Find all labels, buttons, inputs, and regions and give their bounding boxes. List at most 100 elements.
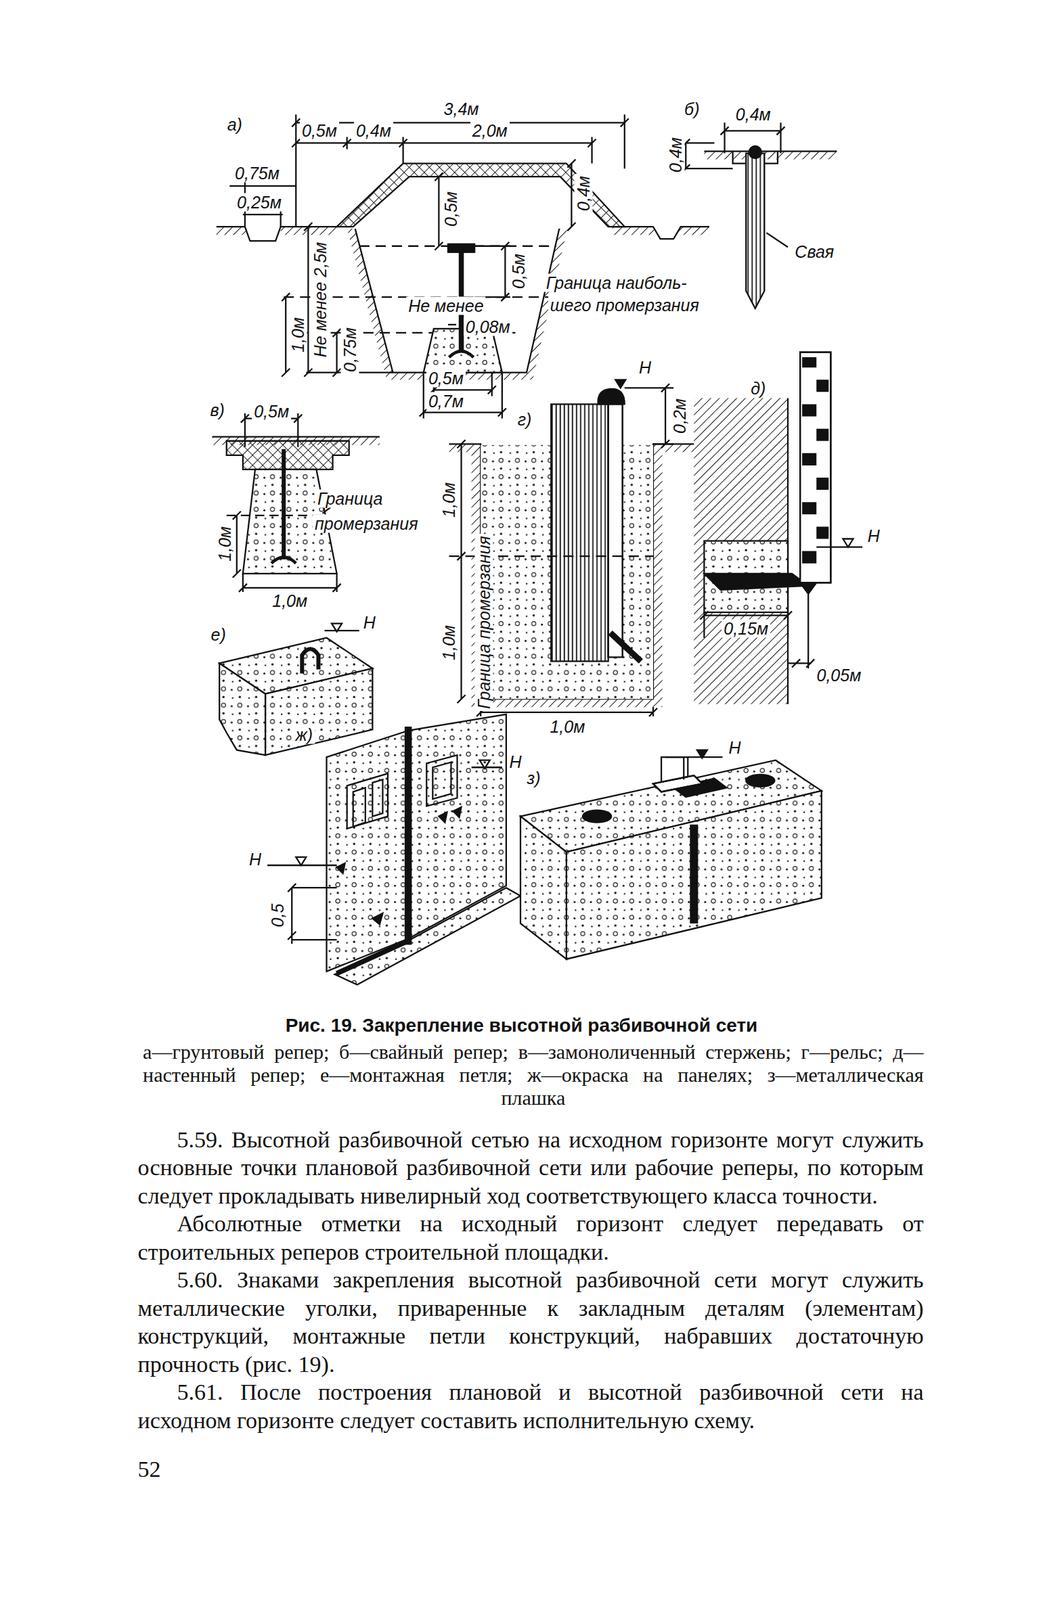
- drawing-path: [335, 888, 521, 985]
- dimension-label: 0,4м: [574, 174, 593, 214]
- paragraph: 5.59. Высотной разбивочной сетью на исхо…: [138, 1126, 924, 1211]
- mounting-loop: [219, 624, 373, 757]
- figure-caption: а—грунтовый репер; б—свайный репер; в—за…: [142, 1040, 924, 1111]
- dimension-label: 0,2м: [670, 396, 690, 436]
- dimension-label: 0,5м: [441, 189, 461, 229]
- drawing-path: [800, 352, 831, 584]
- drawing-polygon: [745, 153, 765, 309]
- dimension-label: 0,5м: [251, 402, 292, 421]
- wall-benchmark: [693, 352, 863, 705]
- dimension-label: 0,4м: [666, 135, 685, 175]
- dimension-label: Н: [361, 613, 378, 632]
- drawing-path: [438, 807, 461, 824]
- panel-marking: [267, 714, 521, 986]
- dimension-label: Граница наиболь-: [544, 273, 690, 292]
- page-number: 52: [138, 1457, 162, 1483]
- drawing-path: [703, 151, 837, 160]
- drawing-ellipse: [582, 810, 612, 824]
- paragraph: 5.60. Знаками закрепления высотной разби…: [138, 1266, 924, 1379]
- paragraph: Абсолютные отметки на исходный горизонт …: [138, 1210, 924, 1267]
- dimension-label: 0,5м: [299, 121, 340, 141]
- dimension-label: 1,0м: [270, 592, 310, 611]
- dimension-label: Н: [865, 526, 882, 545]
- dimension-label: 0,5м: [508, 251, 528, 292]
- dimension-label: е): [209, 625, 229, 644]
- drawing-path: [653, 757, 702, 792]
- dimension-label: 1,0м: [439, 480, 459, 520]
- paragraph: 5.61. После построения плановой и высотн…: [138, 1378, 924, 1435]
- dimension-label: 1,0м: [547, 717, 587, 736]
- drawing-path: [608, 404, 623, 658]
- dimension-label: 0,5м: [426, 369, 466, 388]
- drawing-rect: [608, 404, 623, 658]
- drawing-rect: [800, 352, 831, 584]
- metal-plate: [520, 750, 822, 960]
- drawing-rect: [693, 397, 788, 704]
- dimension-label: 0,05м: [814, 666, 864, 685]
- drawing-path: [681, 138, 733, 173]
- drawing-path: [426, 755, 457, 807]
- dimension-label: промерзания: [312, 514, 421, 533]
- pile-benchmark: [681, 122, 837, 308]
- drawing-path: [267, 857, 338, 866]
- dimension-label: 0,75м: [232, 164, 282, 183]
- dimension-label: г): [515, 410, 535, 429]
- drawing-path: [347, 228, 568, 380]
- ground-benchmark: [216, 114, 710, 419]
- drawing-line: [281, 449, 286, 560]
- dimension-label: 1,0м: [439, 623, 459, 663]
- dimension-label: 0,7м: [426, 391, 466, 411]
- drawing-path: [624, 383, 674, 449]
- dimension-label: б): [682, 100, 702, 119]
- dimension-label: 0,25м: [234, 192, 284, 212]
- dimension-label: Свая: [792, 242, 836, 262]
- dimension-label: Н: [247, 850, 264, 869]
- drawing-path: [520, 816, 567, 960]
- drawing-path: [337, 163, 625, 227]
- drawing-path: [216, 226, 710, 235]
- dimension-label: 2,0м: [470, 121, 510, 141]
- dimension-label: Н: [726, 739, 744, 758]
- dimension-label: а): [225, 115, 245, 134]
- drawing-ellipse: [745, 774, 775, 788]
- dimension-label: ж): [293, 725, 316, 744]
- drawing-path: [301, 649, 319, 674]
- drawing-path: [285, 163, 572, 373]
- drawing-circle: [749, 146, 762, 159]
- dimension-label: 1,0м: [215, 524, 234, 564]
- body-text: 5.59. Высотной разбивочной сетью на исхо…: [138, 1126, 924, 1436]
- dimension-label: з): [525, 769, 543, 788]
- drawing-path: [337, 863, 384, 925]
- drawing-path: [347, 773, 388, 829]
- dimension-label: д): [748, 379, 768, 398]
- drawing-path: [287, 883, 337, 945]
- drawing-path: [448, 351, 474, 358]
- drawing-path: [355, 228, 560, 373]
- dimension-label: Н: [636, 358, 654, 377]
- drawing-path: [566, 791, 822, 960]
- drawing-path: [226, 441, 350, 470]
- dimension-label: 0,4м: [733, 104, 773, 124]
- drawing-path: [216, 226, 710, 241]
- drawing-path: [229, 114, 625, 227]
- drawing-path: [689, 825, 698, 924]
- drawing-path: [219, 663, 266, 756]
- dimension-label: 0,75м: [341, 325, 360, 375]
- drawing-path: [271, 557, 296, 564]
- drawing-path: [265, 668, 373, 756]
- dimension-label: 0,08м: [463, 317, 513, 336]
- figure-title: Рис. 19. Закрепление высотной разбивочно…: [0, 1015, 1043, 1037]
- dimension-label: 3,4м: [441, 100, 482, 119]
- dimension-label: в): [207, 401, 227, 420]
- drawing-path: [404, 726, 413, 946]
- drawing-path: [653, 775, 702, 792]
- drawing-path: [610, 632, 641, 662]
- drawing-path: [802, 357, 829, 564]
- drawing-path: [471, 760, 503, 769]
- rail-benchmark: [448, 379, 694, 717]
- dimension-label: 0,5: [268, 901, 287, 930]
- drawing-rect: [448, 244, 475, 253]
- drawing-path: [685, 750, 723, 759]
- drawing-path: [457, 439, 466, 704]
- dimension-label: 0,4м: [353, 121, 394, 141]
